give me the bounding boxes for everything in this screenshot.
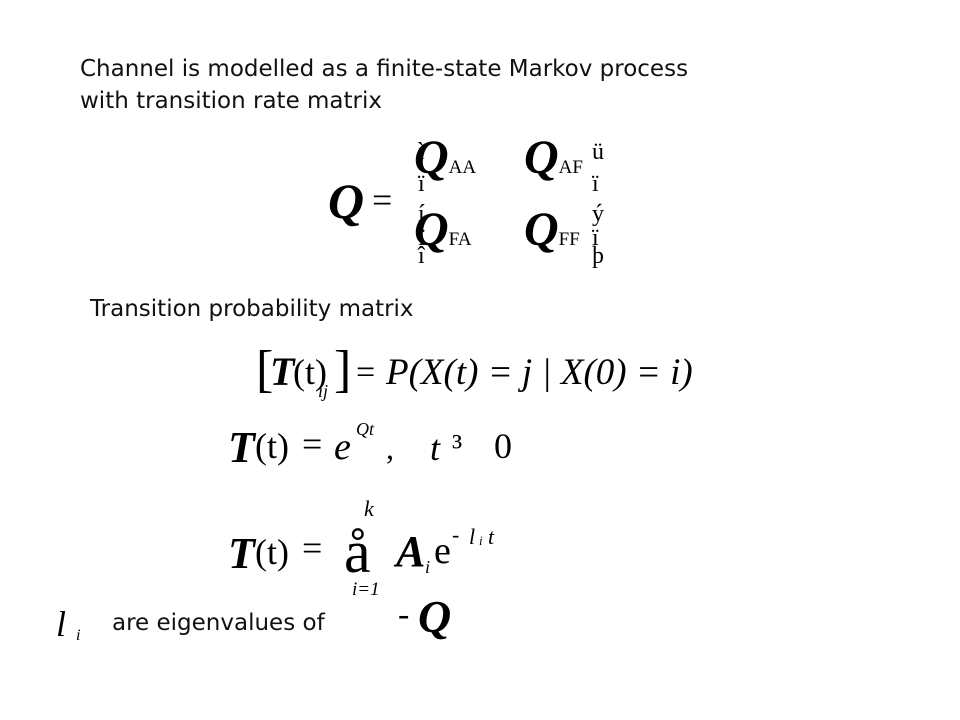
t-variable: t [430,428,441,468]
sum-upper-limit: k [364,496,374,521]
t-symbol: T [228,529,255,578]
geq-glyph: ³ [452,428,463,465]
q-symbol: Q [328,173,365,229]
index-subscript: ij [318,381,329,401]
t-argument: (t) [255,426,289,466]
exponent-minus: - [452,522,460,547]
q-ff-entry: QFF [524,203,580,256]
q-symbol: Q [418,591,452,642]
comma: , [386,430,394,466]
exponent-lambda-subscript: i [479,533,483,548]
exp-base: e [334,426,351,468]
probability-expression: P(X(t) = j | X(0) = i) [386,352,693,393]
q-aa-entry: QAA [414,131,477,184]
transition-probability-heading: Transition probability matrix [90,296,414,322]
intro-line-1: Channel is modelled as a finite-state Ma… [80,56,689,82]
exponent-t: t [488,524,495,549]
exponent-lambda: l [469,524,476,549]
minus-sign: - [398,596,410,633]
a-matrix: A [396,527,426,576]
intro-line-2: with transition rate matrix [80,88,382,114]
exp-exponent: Qt [356,419,374,439]
sum-glyph: å [344,519,371,585]
t-argument: (t) [293,352,327,392]
equals-sign: = [372,180,393,220]
exp-base: e [434,530,451,572]
t-argument: (t) [255,532,289,572]
lambda-subscript: i [76,627,81,644]
t-symbol: T [228,423,255,472]
bracket-right: ] [334,341,352,398]
zero: 0 [494,426,512,466]
equals-sign: = [302,424,323,464]
a-subscript: i [425,557,431,577]
sum-lower-limit: i=1 [352,579,380,600]
eigen-caption: are eigenvalues of [112,610,325,636]
q-fa-entry: QFA [414,203,472,256]
bracket-left: [ [256,341,274,398]
equals-sign: = [356,354,376,391]
q-af-entry: QAF [524,131,583,184]
lambda-symbol: l [56,604,67,644]
equals-sign: = [302,528,323,568]
t-symbol: T [270,349,295,394]
